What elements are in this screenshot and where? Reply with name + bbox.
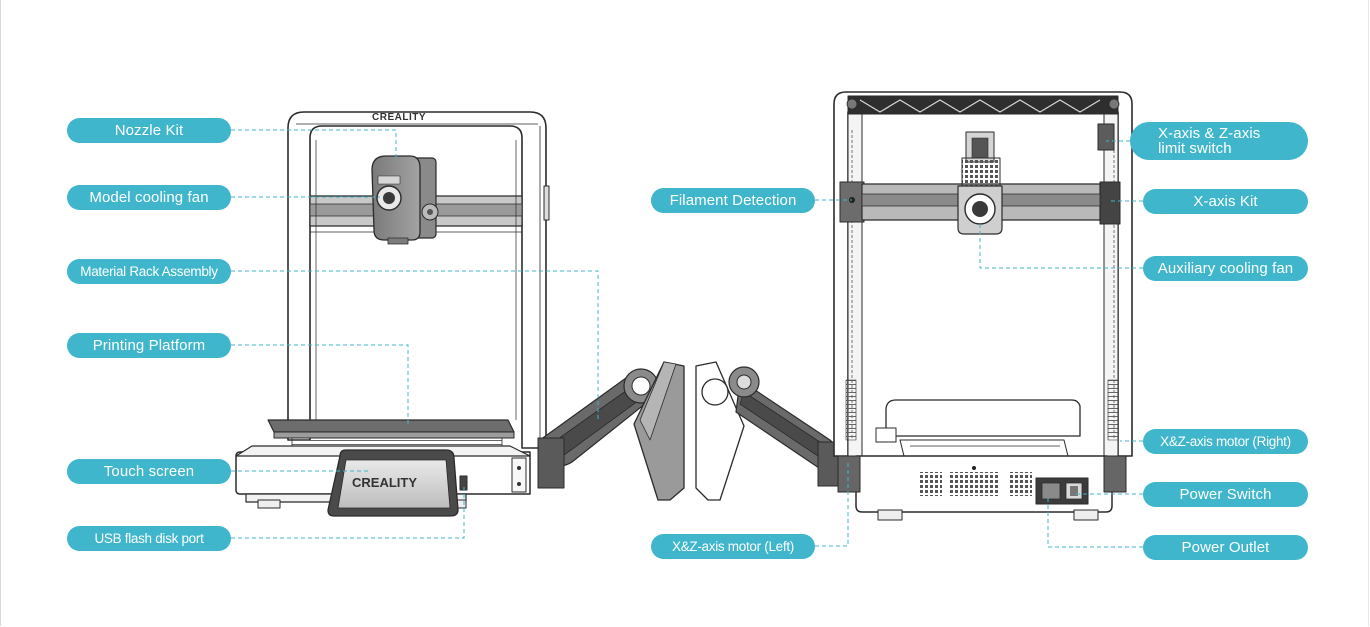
front-touch-screen: CREALITY bbox=[327, 449, 459, 517]
label-xz-motor-left: X&Z-axis motor (Left) bbox=[651, 534, 815, 559]
label-xz-limit-switch: X-axis & Z-axis limit switch bbox=[1130, 122, 1308, 160]
rear-power-outlet bbox=[1041, 482, 1061, 500]
leader-lines bbox=[231, 129, 1143, 548]
leader-auxiliary-fan bbox=[979, 224, 1143, 269]
front-screen-logo: CREALITY bbox=[352, 475, 417, 490]
leader-printing-platform bbox=[231, 344, 409, 424]
label-material-rack-assembly: Material Rack Assembly bbox=[67, 259, 231, 284]
label-xz-motor-right: X&Z-axis motor (Right) bbox=[1143, 429, 1308, 454]
label-xz-limit-switch-line1: X-axis & Z-axis bbox=[1158, 125, 1261, 142]
rear-x-axis-kit bbox=[1099, 181, 1121, 225]
rear-base bbox=[837, 455, 1127, 521]
leader-usb-port bbox=[231, 486, 465, 539]
label-xz-limit-switch-line2: limit switch bbox=[1158, 140, 1232, 157]
label-model-cooling-fan: Model cooling fan bbox=[67, 185, 231, 210]
material-rack-left bbox=[537, 361, 685, 501]
rear-limit-switch bbox=[1097, 123, 1115, 151]
front-gantry-frame bbox=[287, 111, 547, 449]
leader-material-rack bbox=[231, 270, 599, 420]
rear-view-printer bbox=[833, 91, 1133, 521]
label-power-outlet: Power Outlet bbox=[1143, 535, 1308, 560]
front-toolhead bbox=[371, 155, 439, 245]
label-filament-detection: Filament Detection bbox=[651, 188, 815, 213]
label-x-axis-kit: X-axis Kit bbox=[1143, 189, 1308, 214]
leader-motor-left bbox=[815, 462, 849, 547]
material-rack-right bbox=[695, 361, 847, 501]
front-view-printer: CREALITY bbox=[235, 111, 550, 517]
label-nozzle-kit: Nozzle Kit bbox=[67, 118, 231, 143]
leader-nozzle-kit bbox=[231, 129, 397, 162]
front-gantry-logo: CREALITY bbox=[372, 112, 426, 123]
label-auxiliary-cooling-fan: Auxiliary cooling fan bbox=[1143, 256, 1308, 281]
label-touch-screen: Touch screen bbox=[67, 459, 231, 484]
rear-toolhead bbox=[957, 131, 1003, 235]
label-printing-platform: Printing Platform bbox=[67, 333, 231, 358]
label-usb-flash-disk-port: USB flash disk port bbox=[67, 526, 231, 551]
label-power-switch: Power Switch bbox=[1143, 482, 1308, 507]
leader-power-outlet bbox=[1047, 498, 1143, 548]
